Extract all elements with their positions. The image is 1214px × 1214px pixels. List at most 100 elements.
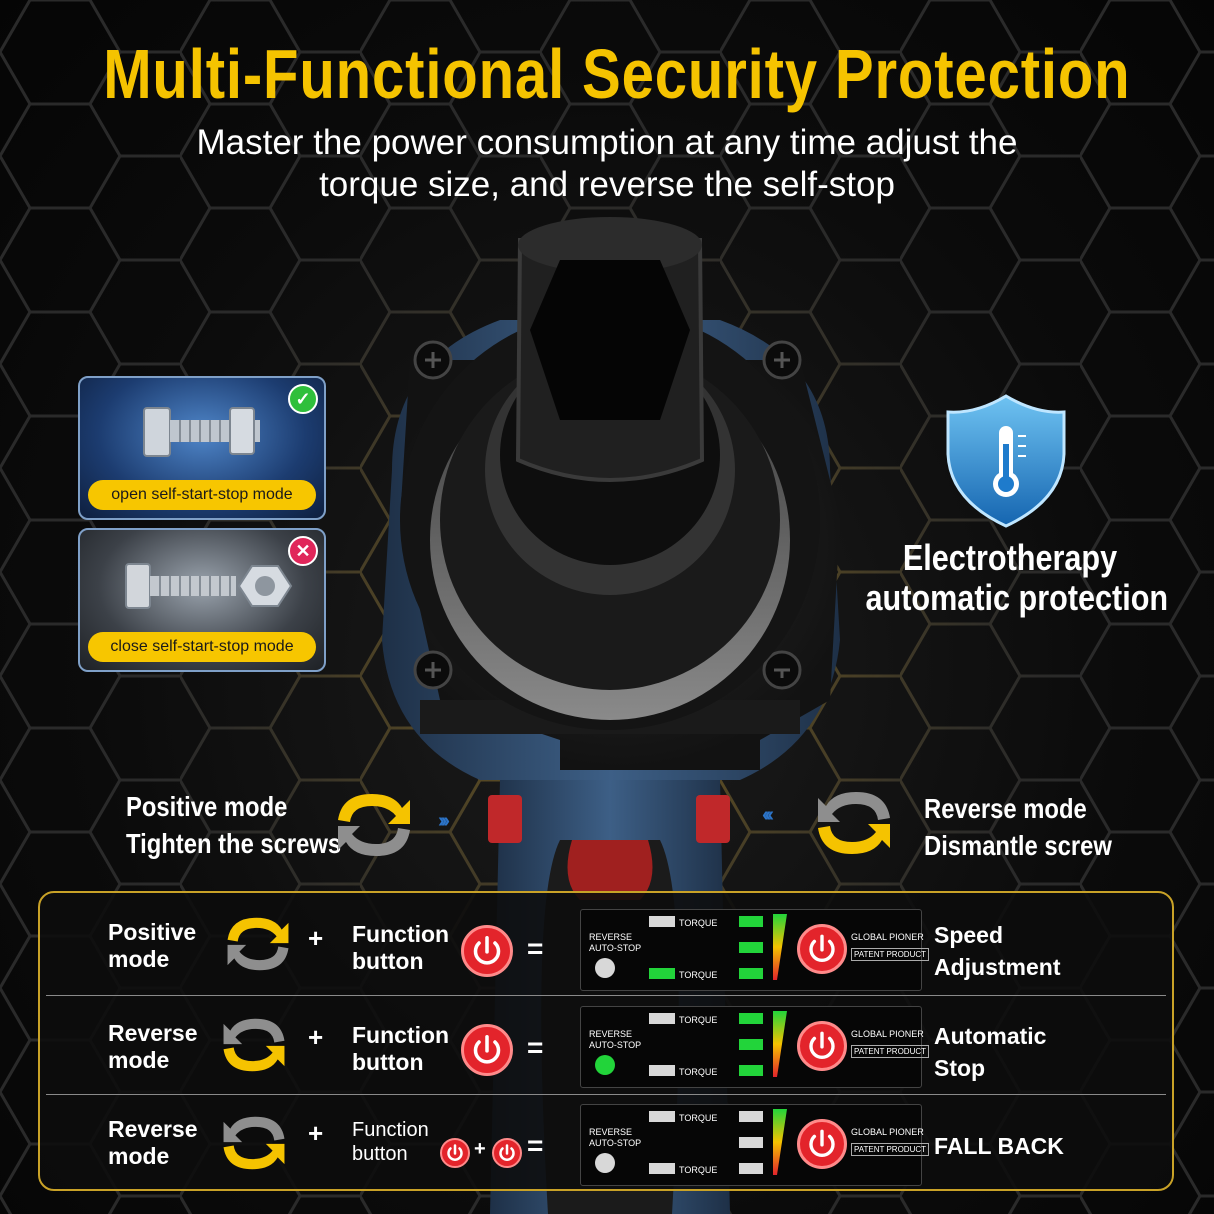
row-divider xyxy=(46,1094,1166,1095)
row-result-label: FALL BACK xyxy=(934,1130,1064,1162)
patent-label: PATENT PRODUCT xyxy=(851,948,930,961)
auto-stop-led xyxy=(595,1153,615,1173)
plus-sign: + xyxy=(308,1118,324,1148)
torque-top-label: TORQUE xyxy=(679,1113,718,1123)
clockwise-rotation-icon xyxy=(227,917,289,971)
speed-gauge-icon xyxy=(773,1109,787,1175)
clockwise-rotation-icon xyxy=(338,794,410,856)
equals-sign: = xyxy=(527,933,544,964)
torque-bottom-label: TORQUE xyxy=(679,1067,718,1077)
row-function-label: Function button xyxy=(352,1022,449,1076)
power-button-icon xyxy=(797,1021,847,1071)
power-button-icon xyxy=(492,1138,522,1168)
cross-icon: ✕ xyxy=(288,536,318,566)
row-result-label: Automatic Stop xyxy=(934,1020,1046,1084)
torque-top-label: TORQUE xyxy=(679,1015,718,1025)
row-mode-line-1: Reverse xyxy=(108,1020,198,1046)
plus-sign: + xyxy=(474,1138,486,1160)
left-chevrons-icon: ‹‹‹ xyxy=(762,804,774,826)
row-function-label: Function button xyxy=(352,1118,429,1166)
reverse-mode-label: Reverse mode Dismantle screw xyxy=(924,790,1112,864)
feature-line-2: automatic protection xyxy=(865,577,1169,618)
positive-mode-line-1: Positive mode xyxy=(126,791,288,822)
subtitle-line-1: Master the power consumption at any time… xyxy=(196,123,1018,162)
torque-top-label: TORQUE xyxy=(679,918,718,928)
feature-line-1: Electrotherapy xyxy=(902,537,1118,578)
result-line-2: Stop xyxy=(934,1055,986,1081)
thermometer-shield-icon xyxy=(946,394,1066,528)
brand-label: GLOBAL PIONER xyxy=(851,1127,924,1137)
function-line-1: Function xyxy=(352,1119,429,1141)
function-line-1: Function xyxy=(352,921,450,947)
function-line-2: button xyxy=(352,1143,408,1165)
speed-bar xyxy=(739,968,763,979)
patent-label: PATENT PRODUCT xyxy=(851,1045,930,1058)
row-mode-line-2: mode xyxy=(108,1047,170,1073)
close-mode-label: close self-start-stop mode xyxy=(88,632,316,662)
auto-stop-led xyxy=(595,1055,615,1075)
bolt-with-nut-image xyxy=(143,407,260,457)
right-chevrons-icon: ››› xyxy=(438,810,450,832)
speed-bar xyxy=(739,916,763,927)
row-mode-line-1: Reverse xyxy=(108,1116,198,1142)
speed-gauge-icon xyxy=(773,914,787,980)
subtitle-line-2: torque size, and reverse the self-stop xyxy=(319,165,895,204)
result-line-1: Automatic xyxy=(934,1023,1047,1049)
function-line-2: button xyxy=(352,948,424,974)
reverse-mode-line-1: Reverse mode xyxy=(924,793,1087,824)
function-line-2: button xyxy=(352,1049,424,1075)
result-line-1: FALL BACK xyxy=(934,1133,1064,1159)
brand-label: GLOBAL PIONER xyxy=(851,932,924,942)
torque-top-segment xyxy=(649,1013,675,1024)
row-mode-line-1: Positive xyxy=(108,919,197,945)
counterclockwise-rotation-icon xyxy=(818,792,890,854)
open-self-start-stop-card: ✓ open self-start-stop mode xyxy=(78,376,326,520)
plus-sign: + xyxy=(308,923,324,953)
result-line-2: Adjustment xyxy=(934,954,1061,980)
counterclockwise-rotation-icon xyxy=(223,1018,285,1072)
plus-sign: + xyxy=(308,1022,324,1052)
speed-bar xyxy=(739,942,763,953)
torque-bottom-segment xyxy=(649,1065,675,1076)
row-function-label: Function button xyxy=(352,921,449,975)
feature-label: Electrotherapy automatic protection xyxy=(865,537,1169,618)
row-mode-line-2: mode xyxy=(108,946,170,972)
torque-top-segment xyxy=(649,1111,675,1122)
open-mode-label: open self-start-stop mode xyxy=(88,480,316,510)
auto-stop-led xyxy=(595,958,615,978)
power-button-icon xyxy=(440,1138,470,1168)
positive-mode-line-2: Tighten the screws xyxy=(126,828,342,859)
page-subtitle: Master the power consumption at any time… xyxy=(0,122,1214,206)
table-row: Positive mode + Function button = TORQUE… xyxy=(40,899,1172,998)
torque-bottom-label: TORQUE xyxy=(679,970,718,980)
patent-label: PATENT PRODUCT xyxy=(851,1143,930,1156)
reverse-mode-line-2: Dismantle screw xyxy=(924,830,1112,861)
torque-bottom-label: TORQUE xyxy=(679,1165,718,1175)
function-table: Positive mode + Function button = TORQUE… xyxy=(38,891,1174,1191)
torque-bottom-segment xyxy=(649,968,675,979)
speed-bar xyxy=(739,1137,763,1148)
counterclockwise-rotation-icon xyxy=(223,1116,285,1170)
row-result-label: Speed Adjustment xyxy=(934,919,1061,983)
power-button-icon xyxy=(797,1119,847,1169)
speed-bar xyxy=(739,1013,763,1024)
torque-top-segment xyxy=(649,916,675,927)
row-divider xyxy=(46,995,1166,996)
equals-sign: = xyxy=(527,1032,544,1063)
positive-mode-label: Positive mode Tighten the screws xyxy=(126,788,341,862)
function-line-1: Function xyxy=(352,1022,450,1048)
torque-bottom-segment xyxy=(649,1163,675,1174)
row-mode-label: Reverse mode xyxy=(108,1020,198,1074)
speed-bar xyxy=(739,1065,763,1076)
row-mode-line-2: mode xyxy=(108,1143,170,1169)
power-button-icon xyxy=(461,925,513,977)
check-icon: ✓ xyxy=(288,384,318,414)
speed-bar xyxy=(739,1111,763,1122)
row-mode-label: Positive mode xyxy=(108,919,196,973)
